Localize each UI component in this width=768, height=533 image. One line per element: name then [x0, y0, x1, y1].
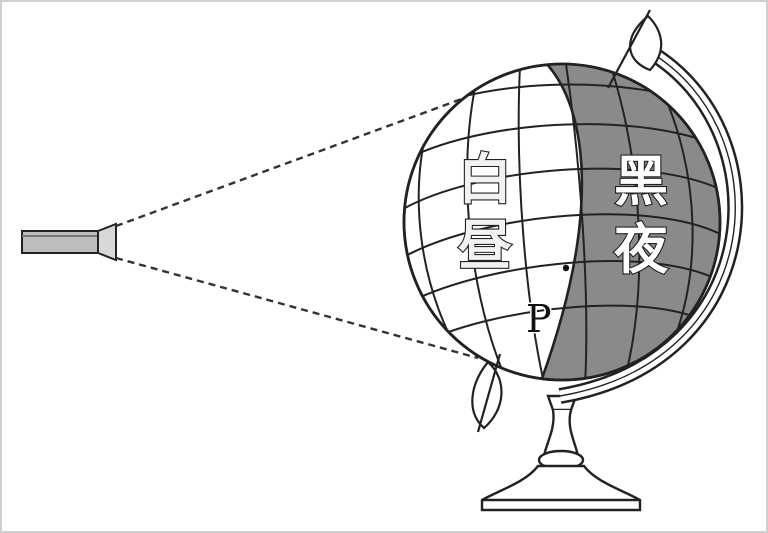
- label-night-bottom: 夜: [613, 217, 669, 281]
- flashlight-icon: [22, 224, 116, 260]
- globe-stand: [482, 396, 640, 510]
- label-point-p: P: [526, 297, 552, 341]
- label-day-top: 白: [458, 147, 512, 211]
- axis-south-tip: [472, 354, 501, 432]
- label-day-bottom: 昼: [458, 213, 512, 277]
- label-night-top: 黑: [614, 149, 668, 213]
- point-p-marker: [563, 265, 569, 271]
